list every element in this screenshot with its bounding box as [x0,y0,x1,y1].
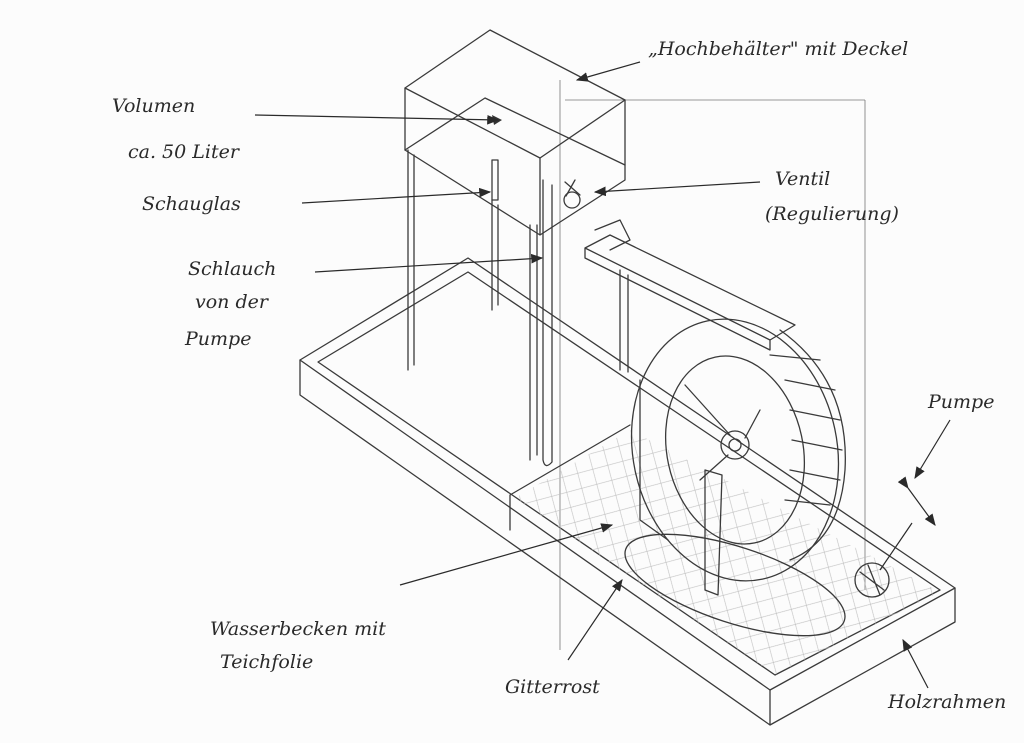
valve-and-trough [563,179,796,373]
water-wheel [630,318,846,596]
label-basin: Wasserbecken mit [210,618,386,640]
label-valve: Ventil [775,168,830,190]
label-volume-amount: ca. 50 Liter [128,141,241,163]
grate [624,533,846,637]
label-volume: Volumen [112,95,195,117]
label-pump: Pumpe [927,391,994,413]
labels: „Hochbehälter" mit Deckel Volumen ca. 50… [112,38,1006,713]
pond-liner [515,430,940,675]
construction-lines [559,80,866,650]
hose [542,179,553,467]
sight-glass [491,159,499,201]
label-valve-regulation: (Regulierung) [765,203,899,225]
label-hose-3: Pumpe [184,328,251,350]
annotation-arrows [254,61,951,689]
header-tank [404,29,626,467]
label-sight-glass: Schauglas [142,193,241,215]
label-grate: Gitterrost [505,676,600,698]
label-hose-1: Schlauch [188,258,276,280]
wooden-frame-base [299,257,956,726]
label-pond-liner: Teichfolie [220,651,313,673]
wheel-hub [720,430,750,460]
label-hose-2: von der [195,291,270,313]
pump [854,476,936,598]
label-header-tank: „Hochbehälter" mit Deckel [648,38,908,60]
label-wooden-frame: Holzrahmen [887,691,1006,713]
